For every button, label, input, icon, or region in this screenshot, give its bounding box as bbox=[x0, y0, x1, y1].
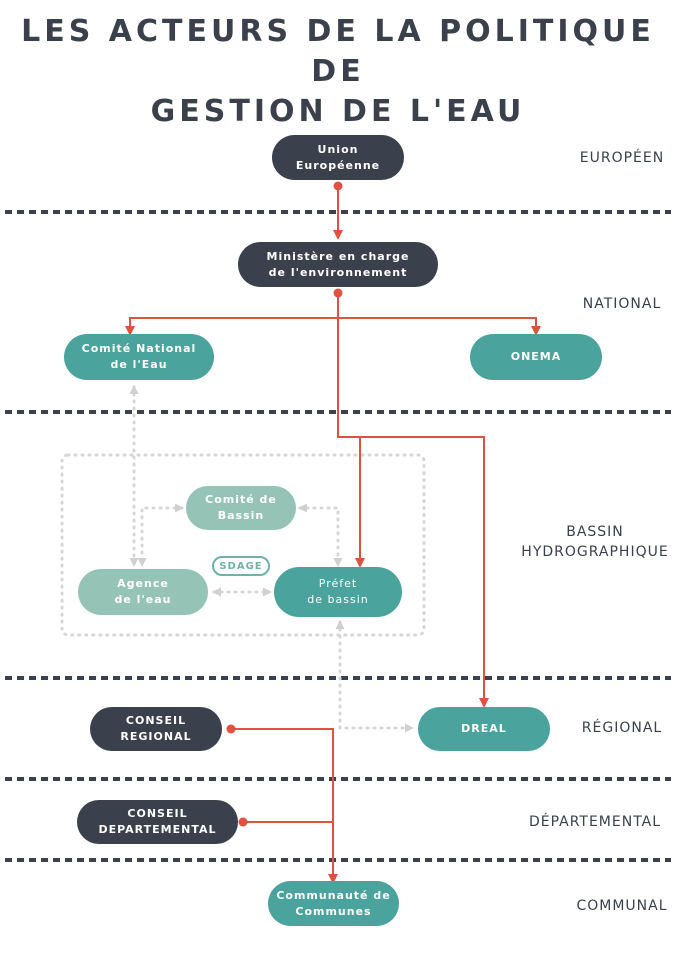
prefet-dreal-link bbox=[335, 620, 414, 733]
red-connectors bbox=[125, 186, 541, 884]
dotted-connectors bbox=[129, 385, 414, 733]
level-label-communal: COMMUNAL bbox=[576, 898, 668, 914]
comite-bassin-prefet-link bbox=[298, 503, 343, 567]
level-dividers bbox=[5, 210, 671, 862]
ministere-prefet-arrow bbox=[337, 318, 365, 568]
ministere-onema-arrow bbox=[338, 317, 541, 336]
level-label-national: NATIONAL bbox=[582, 296, 662, 312]
conseil-regional-communaute-arrow bbox=[231, 728, 338, 884]
comite-bassin-agence-link bbox=[137, 503, 184, 567]
ministere-comite-national-arrow bbox=[125, 293, 339, 336]
sdage-badge: SDAGE bbox=[212, 556, 270, 576]
level-label-europeen: EUROPÉEN bbox=[579, 150, 665, 166]
node-communaute-communes: Communauté de Communes bbox=[268, 881, 399, 926]
node-dreal: DREAL bbox=[418, 707, 550, 751]
node-union-europeenne: Union Européenne bbox=[272, 135, 404, 180]
node-conseil-regional: CONSEIL REGIONAL bbox=[90, 707, 222, 751]
node-comite-bassin: Comité de Bassin bbox=[186, 486, 296, 530]
level-label-bassin: BASSIN HYDROGRAPHIQUE bbox=[521, 524, 669, 560]
node-agence-eau: Agence de l'eau bbox=[78, 569, 208, 615]
node-conseil-departemental: CONSEIL DEPARTEMENTAL bbox=[77, 800, 238, 844]
ministere-dreal-arrow bbox=[338, 436, 489, 708]
page-title: LES ACTEURS DE LA POLITIQUE DE GESTION D… bbox=[21, 14, 655, 129]
red-connector-dots bbox=[226, 181, 343, 827]
node-prefet-bassin: Préfet de bassin bbox=[274, 567, 402, 617]
node-comite-national: Comité National de l'Eau bbox=[64, 334, 214, 380]
node-ministere: Ministère en charge de l'environnement bbox=[238, 242, 438, 287]
level-label-departemental: DÉPARTEMENTAL bbox=[528, 814, 662, 830]
node-onema: ONEMA bbox=[470, 334, 602, 380]
bassin-group-box bbox=[60, 453, 426, 637]
level-label-regional: RÉGIONAL bbox=[581, 720, 663, 736]
